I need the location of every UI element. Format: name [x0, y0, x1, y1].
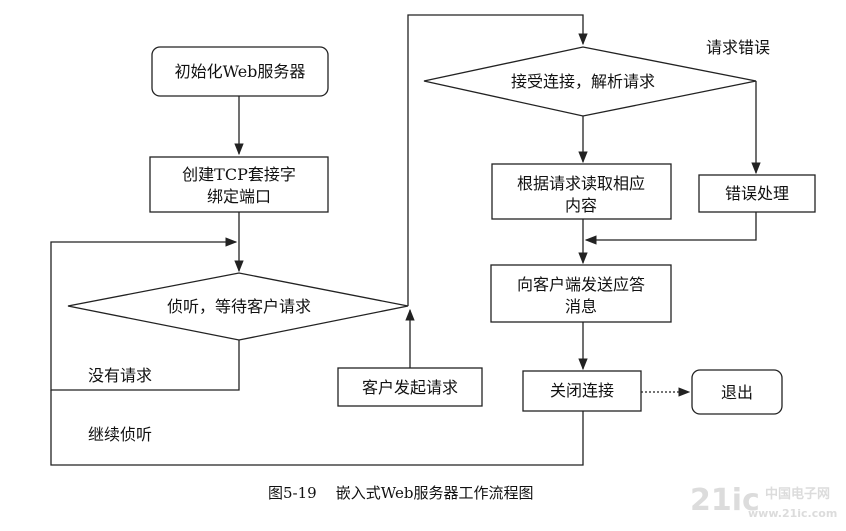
init-server-label: 初始化Web服务器 — [175, 62, 306, 81]
read-content-label-line2: 内容 — [565, 196, 597, 215]
watermark-site: 中国电子网 — [765, 486, 830, 502]
continue-listen-label: 继续侦听 — [88, 425, 152, 444]
watermark: 21ic 中国电子网 www.21ic.com — [690, 483, 837, 520]
figure-caption: 图5-19 嵌入式Web服务器工作流程图 — [268, 484, 533, 502]
request-error-label: 请求错误 — [706, 38, 770, 57]
send-response-label-line2: 消息 — [565, 297, 597, 316]
listen-label: 侦听，等待客户请求 — [167, 297, 311, 316]
create-tcp-label-line1: 创建TCP套接字 — [182, 165, 296, 184]
create-tcp-label-line2: 绑定端口 — [207, 187, 271, 206]
exit-box — [691, 369, 783, 415]
watermark-url: www.21ic.com — [748, 507, 837, 520]
send-response-label-line1: 向客户端发送应答 — [517, 275, 645, 294]
watermark-brand: 21ic — [690, 483, 760, 518]
send-response-box — [490, 264, 672, 323]
exit-label: 退出 — [721, 383, 753, 402]
no-request-label: 没有请求 — [88, 366, 152, 385]
read-content-label-line1: 根据请求读取相应 — [517, 174, 645, 193]
error-handling-label: 错误处理 — [725, 184, 789, 203]
client-request-label: 客户发起请求 — [362, 378, 458, 397]
error-handling-box — [698, 174, 816, 213]
close-connection-label: 关闭连接 — [550, 381, 614, 400]
read-content-box — [491, 163, 672, 220]
loop-continue-listen — [50, 390, 584, 466]
arrow-error-to-send — [584, 212, 757, 245]
init-server-box — [151, 46, 329, 97]
accept-label: 接受连接，解析请求 — [511, 72, 655, 91]
arrow-listen-to-accept — [407, 14, 588, 306]
close-connection-box — [522, 370, 642, 412]
